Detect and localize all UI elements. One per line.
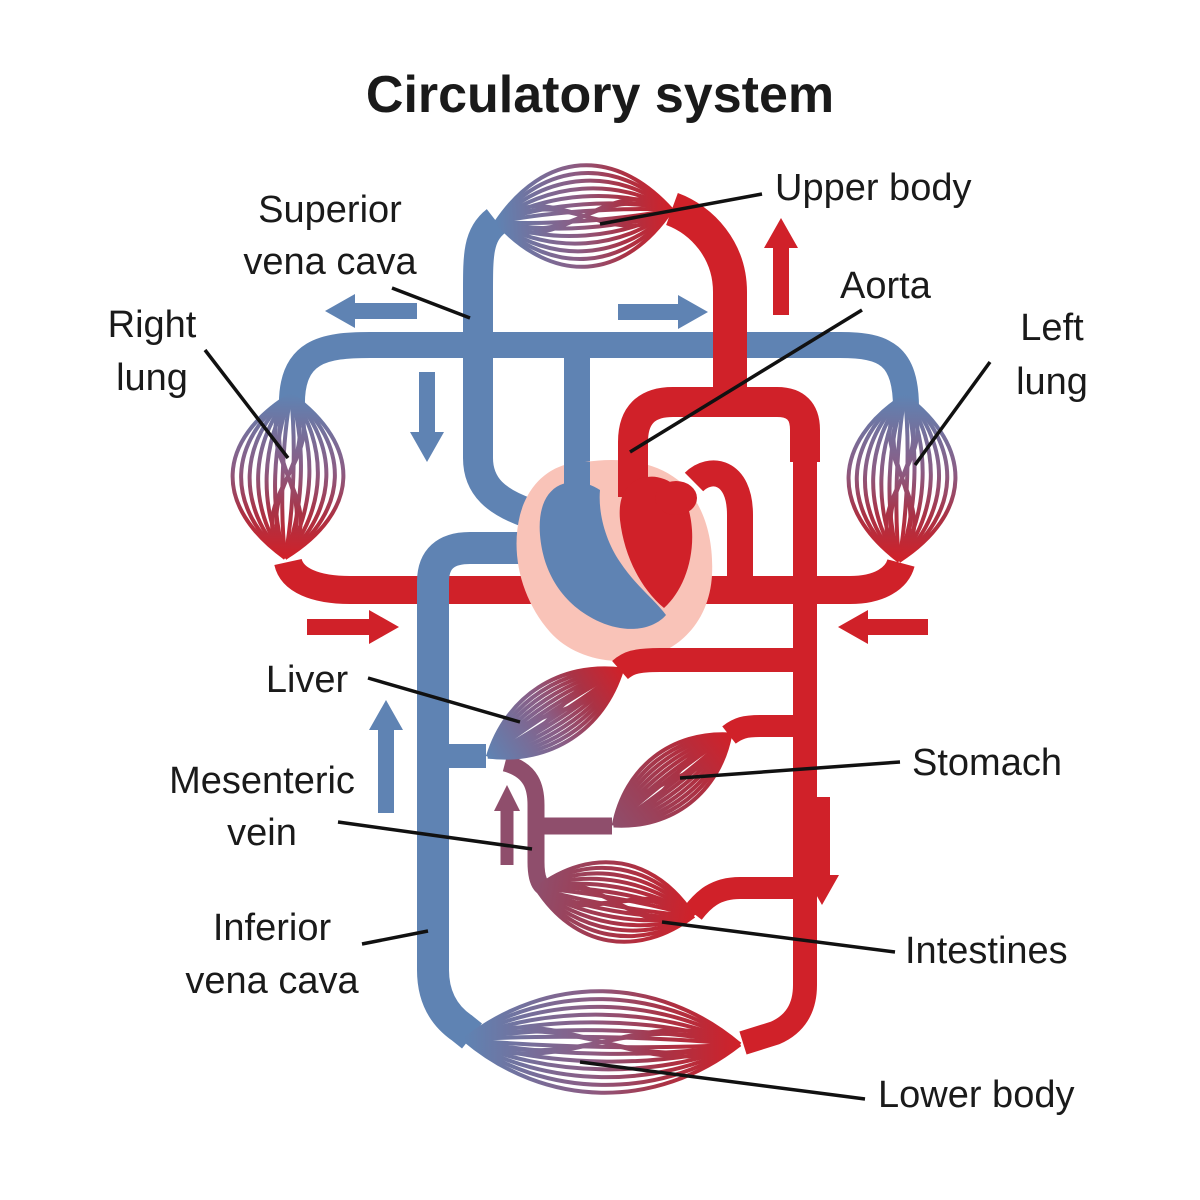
label-left-lung-line2: lung: [1016, 361, 1088, 403]
heart-left-atrium: [655, 481, 697, 515]
label-stomach: Stomach: [912, 742, 1062, 784]
label-inferior-vena-cava-line1: Inferior: [213, 907, 332, 949]
label-superior-vena-cava-line2: vena cava: [243, 241, 417, 283]
pointer-line-superior-vena-cava: [391, 286, 471, 320]
page-title: Circulatory system: [366, 66, 834, 124]
pointer-line-upper-body: [599, 192, 763, 226]
stomach-artery-branch: [722, 715, 805, 744]
flow-arrow-down-aorta-icon: [805, 797, 839, 905]
pointer-line-liver: [367, 676, 521, 724]
label-left-lung-line1: Left: [1020, 307, 1084, 349]
label-mesenteric-vein-line1: Mesenteric: [169, 760, 355, 802]
pointer-line-intestines: [661, 920, 896, 954]
heart-right-chambers: [539, 482, 666, 629]
flow-arrow-up-aorta-icon: [764, 218, 798, 315]
aorta-upper-body-branch: [665, 193, 747, 400]
left-lung-capillaries: [846, 393, 959, 563]
flow-arrow-up-portal-icon: [494, 785, 520, 865]
flow-arrow-left-pulmonary-icon: [838, 610, 928, 644]
pulmonary-trunk-root: [564, 462, 590, 502]
right-lung-capillaries: [230, 392, 346, 560]
label-intestines: Intestines: [905, 930, 1068, 972]
inferior-vena-cava-vessel: [417, 532, 558, 1049]
pointer-line-left-lung: [913, 360, 992, 467]
pointer-line-mesenteric-vein: [337, 820, 533, 851]
descending-aorta-vessel: [739, 440, 817, 1055]
pointer-line-right-lung: [203, 348, 290, 460]
pointer-line-aorta: [629, 308, 863, 454]
label-right-lung-line1: Right: [108, 304, 197, 346]
flow-arrow-down-svc-icon: [410, 372, 444, 462]
pointer-line-stomach: [679, 760, 901, 780]
intestines-capillaries: [527, 847, 703, 957]
label-lower-body: Lower body: [878, 1074, 1074, 1116]
liver-capillaries: [469, 642, 641, 784]
flow-arrow-right-icon: [618, 295, 708, 329]
label-right-lung-line2: lung: [116, 357, 188, 399]
intestines-artery-branch: [684, 877, 805, 920]
label-mesenteric-vein-line2: vein: [227, 812, 297, 854]
pointer-line-lower-body: [579, 1060, 866, 1101]
ascending-aorta-arch: [618, 387, 820, 497]
stomach-capillaries: [594, 709, 750, 851]
flow-arrow-left-icon: [325, 294, 417, 328]
label-upper-body: Upper body: [775, 167, 971, 209]
superior-vena-cava-vessel: [463, 209, 534, 528]
flow-arrow-right-pulmonary-icon: [307, 610, 399, 644]
label-liver: Liver: [266, 659, 349, 701]
label-aorta: Aorta: [840, 265, 932, 307]
flow-arrow-up-ivc-icon: [369, 700, 403, 813]
label-superior-vena-cava-line1: Superior: [258, 189, 402, 231]
pulmonary-artery-band: [278, 332, 919, 409]
pointer-line-inferior-vena-cava: [361, 929, 429, 946]
pulmonary-vein-atrium-arch: [684, 460, 753, 594]
hepatic-artery-branch: [612, 648, 805, 680]
label-inferior-vena-cava-line2: vena cava: [185, 960, 359, 1002]
